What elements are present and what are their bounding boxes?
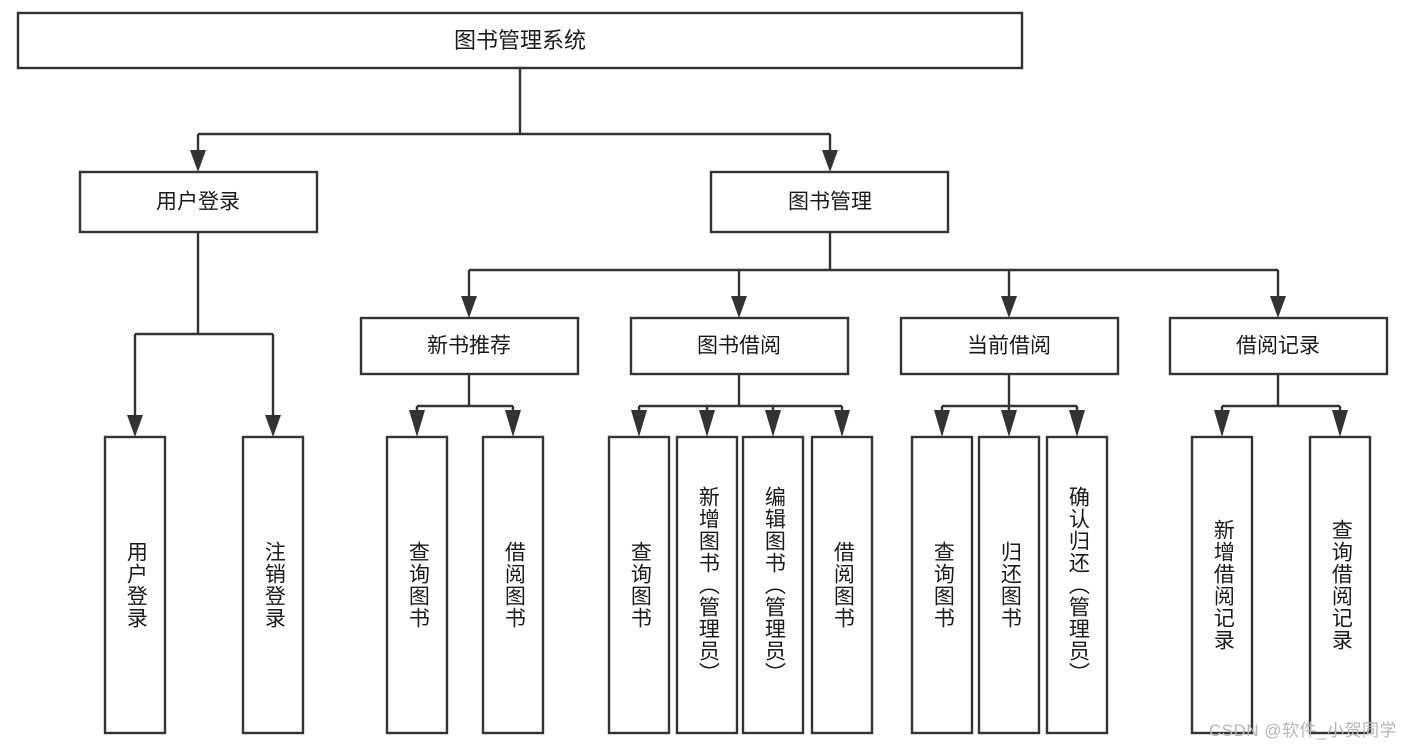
arrow-leaf-current-borrow-2 — [1001, 410, 1017, 437]
leaf-boxes-current-borrow — [910, 435, 1109, 735]
connectors-root-to-level2 — [190, 68, 838, 172]
node-book-borrow-box[interactable] — [629, 316, 850, 376]
leaf-box-current-borrow-1[interactable] — [910, 435, 974, 735]
connectors-book-borrow-to-leaves — [631, 374, 850, 437]
arrow-borrow-record — [1270, 296, 1286, 318]
leaf-box-book-borrow-4[interactable] — [810, 435, 874, 735]
node-new-book-recommend-label: 新书推荐 — [427, 335, 511, 358]
node-root-box[interactable] — [16, 11, 1024, 70]
node-book-management[interactable]: 图书管理 — [709, 170, 950, 234]
csdn-watermark: CSDN @软件_小贺同学 — [1208, 721, 1397, 740]
arrow-leaf-book-borrow-3 — [765, 410, 781, 437]
node-borrow-record[interactable]: 借阅记录 — [1168, 316, 1389, 376]
node-root-label: 图书管理系统 — [454, 28, 586, 53]
node-user-login-box[interactable] — [78, 170, 319, 234]
node-current-borrow-box[interactable] — [899, 316, 1120, 376]
node-new-book-recommend-box[interactable] — [359, 316, 580, 376]
node-borrow-record-label: 借阅记录 — [1236, 335, 1320, 358]
arrow-book-mgmt — [822, 150, 838, 172]
leaf-box-current-borrow-3[interactable] — [1045, 435, 1109, 735]
connectors-user-login-to-leaves — [127, 232, 281, 437]
arrow-leaf-current-borrow-3 — [1069, 410, 1085, 437]
arrow-leaf-borrow-record-1 — [1214, 410, 1230, 437]
connectors-borrow-record-to-leaves — [1214, 374, 1348, 437]
node-current-borrow-label: 当前借阅 — [967, 335, 1051, 358]
leaf-box-borrow-record-1[interactable] — [1190, 435, 1254, 735]
arrow-leaf-book-borrow-1 — [631, 410, 647, 437]
leaf-box-user-login-1[interactable] — [103, 435, 167, 735]
arrow-leaf-new-book-1 — [409, 410, 425, 437]
node-user-login-label: 用户登录 — [156, 191, 240, 214]
leaf-box-new-book-2[interactable] — [481, 435, 545, 735]
arrow-user-login — [190, 150, 206, 172]
leaf-boxes-new-book — [385, 435, 545, 735]
node-book-borrow-label: 图书借阅 — [697, 335, 781, 358]
arrow-leaf-book-borrow-2 — [699, 410, 715, 437]
arrow-leaf-book-borrow-4 — [834, 410, 850, 437]
connectors-book-mgmt-to-level3 — [461, 232, 1286, 318]
node-borrow-record-box[interactable] — [1168, 316, 1389, 376]
node-book-management-label: 图书管理 — [788, 191, 872, 214]
leaf-box-new-book-1[interactable] — [385, 435, 449, 735]
node-current-borrow[interactable]: 当前借阅 — [899, 316, 1120, 376]
leaf-box-book-borrow-3[interactable] — [741, 435, 805, 735]
arrow-book-borrow — [731, 296, 747, 318]
leaf-boxes-user-login — [103, 435, 305, 735]
arrow-current-borrow — [1001, 296, 1017, 318]
leaf-box-borrow-record-2[interactable] — [1308, 435, 1372, 735]
leaf-box-user-login-2[interactable] — [241, 435, 305, 735]
arrow-leaf-borrow-record-2 — [1332, 410, 1348, 437]
arrow-leaf-current-borrow-1 — [934, 410, 950, 437]
node-book-management-box[interactable] — [709, 170, 950, 234]
connectors-current-borrow-to-leaves — [934, 374, 1085, 437]
arrow-leaf-new-book-2 — [505, 410, 521, 437]
leaf-boxes-book-borrow — [607, 435, 874, 735]
node-root[interactable]: 图书管理系统 — [16, 11, 1024, 70]
leaf-box-book-borrow-2[interactable] — [675, 435, 739, 735]
arrow-leaf-user-login-1 — [127, 415, 143, 437]
node-new-book-recommend[interactable]: 新书推荐 — [359, 316, 580, 376]
connectors-new-book-to-leaves — [409, 374, 521, 437]
leaf-boxes-borrow-record — [1190, 435, 1372, 735]
leaf-box-current-borrow-2[interactable] — [977, 435, 1041, 735]
node-user-login[interactable]: 用户登录 — [78, 170, 319, 234]
arrow-new-book — [461, 296, 477, 318]
node-book-borrow[interactable]: 图书借阅 — [629, 316, 850, 376]
leaf-box-book-borrow-1[interactable] — [607, 435, 671, 735]
arrow-leaf-user-login-2 — [265, 415, 281, 437]
